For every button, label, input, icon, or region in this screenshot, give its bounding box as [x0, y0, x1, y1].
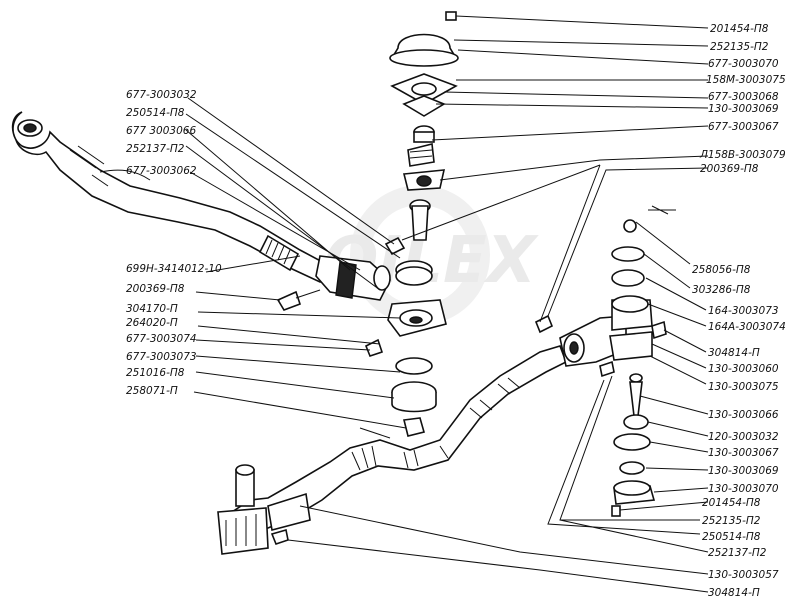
leader-lines	[185, 15, 709, 593]
right-ball-joint	[599, 205, 676, 517]
drag-link	[217, 314, 627, 555]
label-r-11: 164-3003073	[708, 305, 779, 317]
label-l-5: 699Н-3414012-10	[126, 263, 222, 275]
label-r-4: 677-3003068	[708, 91, 779, 103]
label-l-0: 677-3003032	[126, 89, 197, 101]
left-tie-rod	[11, 111, 391, 311]
label-r-26: 304814-П	[708, 587, 760, 599]
label-r-19: 130-3003069	[708, 465, 779, 477]
label-r-5: 130-3003069	[708, 103, 779, 115]
label-r-22: 252135-П2	[702, 515, 761, 527]
label-r-25: 130-3003057	[708, 569, 779, 581]
label-r-1: 252135-П2	[710, 41, 769, 53]
label-r-15: 130-3003075	[708, 381, 779, 393]
label-l-12: 258071-П	[126, 385, 178, 397]
label-r-6: 677-3003067	[708, 121, 779, 133]
label-l-3: 252137-П2	[126, 143, 185, 155]
label-l-7: 304170-П	[126, 303, 178, 315]
label-r-2: 677-3003070	[708, 58, 779, 70]
label-l-2: 677 3003066	[126, 125, 196, 137]
label-r-10: 303286-П8	[692, 284, 751, 296]
label-r-24: 252137-П2	[708, 547, 767, 559]
label-r-9: 258056-П8	[692, 264, 751, 276]
central-ball-joint	[364, 11, 459, 437]
label-r-16: 130-3003066	[708, 409, 779, 421]
label-r-13: 304814-П	[708, 347, 760, 359]
label-l-6: 200369-П8	[126, 283, 185, 295]
label-r-14: 130-3003060	[708, 363, 779, 375]
label-r-17: 120-3003032	[708, 431, 779, 443]
label-l-10: 677-3003073	[126, 351, 197, 363]
labels-left: 677-3003032 250514-П8 677 3003066 252137…	[126, 89, 222, 397]
label-r-8: 200369-П8	[700, 163, 759, 175]
label-l-1: 250514-П8	[126, 107, 185, 119]
labels-right: 201454-П8 252135-П2 677-3003070 158М-300…	[692, 23, 786, 599]
label-r-7: Л158В-3003079	[699, 149, 786, 161]
label-r-20: 130-3003070	[708, 483, 779, 495]
label-r-3: 158М-3003075	[706, 74, 786, 86]
label-r-23: 250514-П8	[702, 531, 761, 543]
label-r-0: 201454-П8	[710, 23, 769, 35]
label-l-9: 677-3003074	[126, 333, 197, 345]
label-l-4: 677-3003062	[126, 165, 197, 177]
label-r-18: 130-3003067	[708, 447, 779, 459]
label-r-12: 164А-3003074	[708, 321, 786, 333]
label-l-8: 264020-П	[126, 317, 178, 329]
label-r-21: 201454-П8	[702, 497, 761, 509]
label-l-11: 251016-П8	[126, 367, 185, 379]
